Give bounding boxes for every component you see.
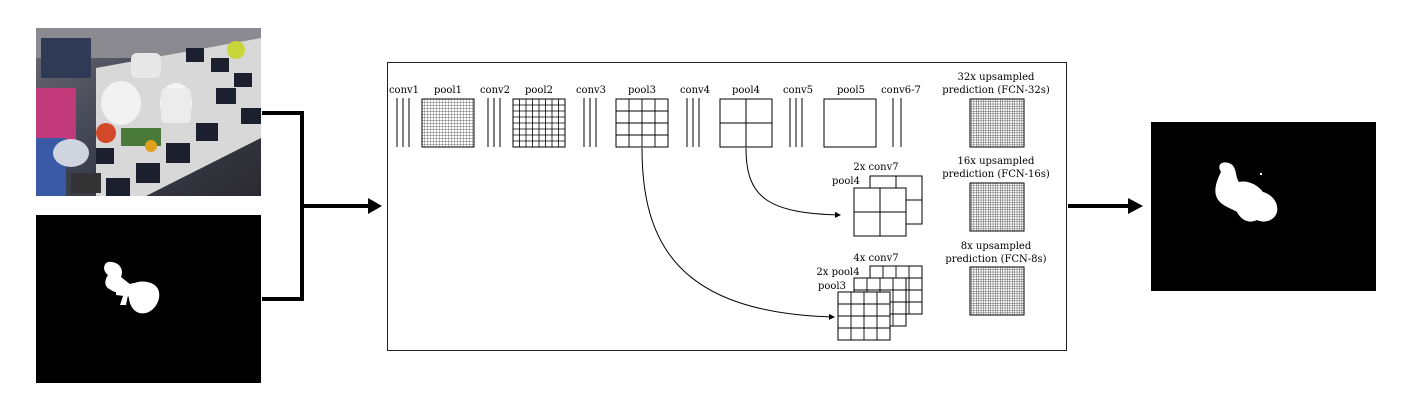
fcn-diagram: conv1 pool1 conv2 pool2 conv3 pool3 conv… xyxy=(389,72,1050,341)
head-fcn8-line2: prediction (FCN-8s) xyxy=(945,254,1046,265)
input-mask-image xyxy=(36,215,261,383)
head-fcn32-output xyxy=(969,98,1025,148)
head-fcn32-line2: prediction (FCN-32s) xyxy=(942,85,1050,96)
tabletop-photo-image xyxy=(36,28,261,196)
head-fcn8-line1: 8x upsampled xyxy=(961,241,1032,252)
layer-label-conv2: conv2 xyxy=(480,85,510,96)
head-fcn16-line2: prediction (FCN-16s) xyxy=(942,169,1050,180)
stack8-top-label: 4x conv7 xyxy=(853,253,898,264)
fcn-architecture-frame: conv1 pool1 conv2 pool2 conv3 pool3 conv… xyxy=(387,62,1067,351)
input-photo xyxy=(36,28,261,196)
stack8-front-grid xyxy=(837,291,891,341)
output-mask xyxy=(1151,122,1376,291)
conv5-bars xyxy=(789,98,803,147)
pool1-grid xyxy=(421,98,475,148)
layer-label-pool1: pool1 xyxy=(434,85,462,96)
layer-label-pool2: pool2 xyxy=(525,85,553,96)
layer-label-conv6-7: conv6-7 xyxy=(881,85,921,96)
stack8-side-label-2: pool3 xyxy=(818,281,846,292)
pool5-grid xyxy=(823,98,877,148)
pool4-grid xyxy=(719,98,773,148)
output-arrowhead xyxy=(1128,198,1143,214)
layer-label-pool5: pool5 xyxy=(837,85,865,96)
input-mask xyxy=(36,215,261,383)
layer-label-conv5: conv5 xyxy=(783,85,813,96)
input-arrowhead xyxy=(368,198,382,214)
stack16-side-label: pool4 xyxy=(832,176,860,187)
head-fcn32-line1: 32x upsampled xyxy=(958,72,1035,83)
conv3-bars xyxy=(583,98,597,147)
layer-label-pool3: pool3 xyxy=(628,85,656,96)
conv4-bars xyxy=(686,98,700,147)
layer-label-conv4: conv4 xyxy=(680,85,710,96)
pool3-skip-arrow xyxy=(641,147,835,320)
conv6-7-bars xyxy=(892,98,902,147)
output-mask-image xyxy=(1151,122,1376,291)
conv2-bars xyxy=(487,98,501,147)
bracket-line xyxy=(262,111,304,301)
stack16-top-label: 2x conv7 xyxy=(853,162,898,173)
layer-label-pool4: pool4 xyxy=(732,85,760,96)
layer-label-conv1: conv1 xyxy=(389,85,419,96)
pool2-grid xyxy=(512,98,566,148)
head-fcn16-output xyxy=(969,182,1025,232)
pool3-grid xyxy=(615,98,669,148)
conv1-bars xyxy=(396,98,410,147)
head-fcn8-output xyxy=(969,266,1025,316)
pool4-skip-arrow xyxy=(745,147,841,218)
stack8-side-label-1: 2x pool4 xyxy=(816,267,859,278)
head-fcn16-line1: 16x upsampled xyxy=(958,156,1035,167)
stack16-front-grid xyxy=(853,187,907,237)
layer-label-conv3: conv3 xyxy=(576,85,606,96)
